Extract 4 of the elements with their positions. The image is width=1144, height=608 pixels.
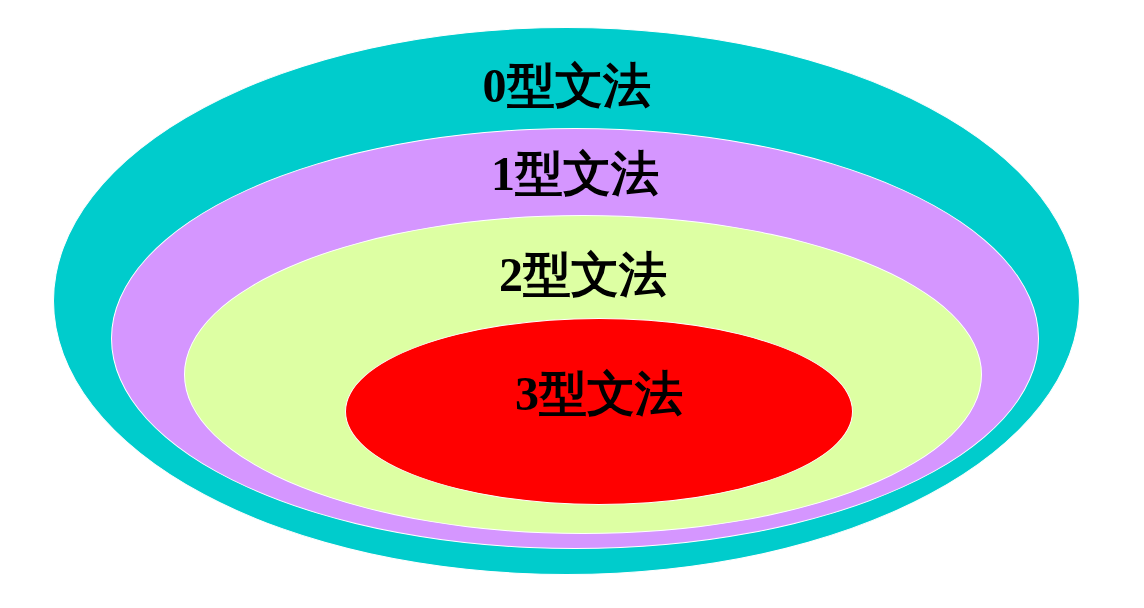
region-label: 3型文法 xyxy=(515,366,683,422)
region-label: 1型文法 xyxy=(491,146,659,202)
region-label: 2型文法 xyxy=(499,247,667,303)
region-label: 0型文法 xyxy=(482,58,651,114)
